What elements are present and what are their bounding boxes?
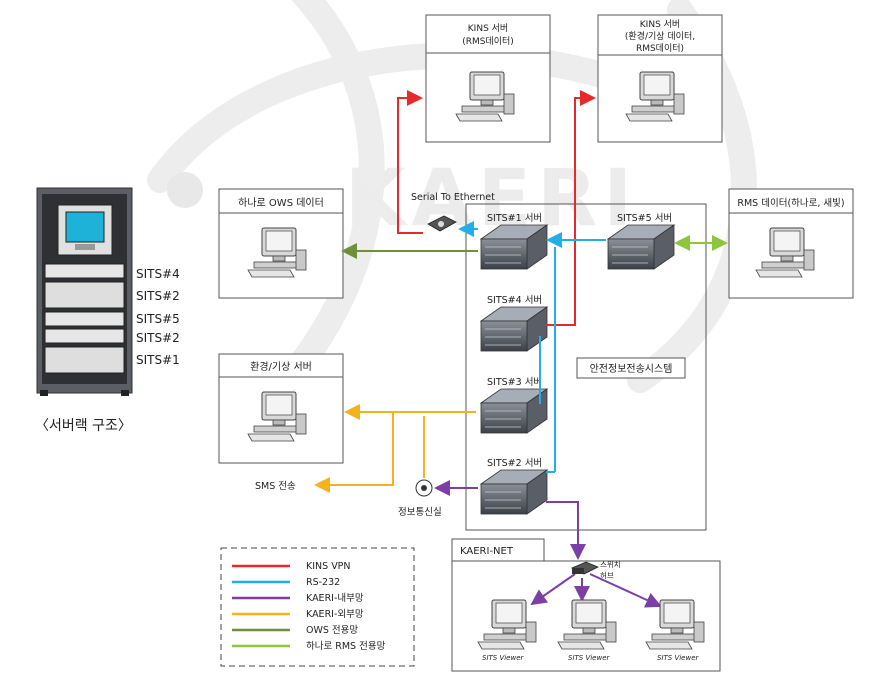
sms-label: SMS 전송 xyxy=(255,481,296,492)
sits5-server: SITS#5 서버 xyxy=(607,213,675,270)
kins-rms-title: KINS 서버 xyxy=(468,23,508,34)
rack-label: SITS#2 xyxy=(136,289,180,303)
legend-label: RS-232 xyxy=(306,577,340,588)
kaeri-net-title: KAERI-NET xyxy=(460,546,514,557)
server-icon xyxy=(480,306,548,352)
server-icon xyxy=(607,224,675,270)
sits2-server: SITS#2 서버 xyxy=(480,458,548,515)
sits4-server: SITS#4 서버 xyxy=(480,295,548,352)
env-weather-server-box: 환경/기상 서버 xyxy=(218,353,344,464)
rack-label: SITS#2 xyxy=(136,331,180,345)
arc-node xyxy=(167,172,203,208)
kins-env-title: KINS 서버 xyxy=(640,19,680,30)
env-title: 환경/기상 서버 xyxy=(250,360,312,373)
safety-info-system-box: 안전정보전송시스템 xyxy=(465,203,707,531)
kins-rms-subtitle: (RMS데이터) xyxy=(462,36,514,47)
rack-label: SITS#1 xyxy=(136,353,180,367)
legend-label: 하나로 RMS 전용망 xyxy=(306,640,386,652)
hub-label: 허브 xyxy=(600,571,614,580)
sits1-server: SITS#1 서버 xyxy=(480,213,548,270)
kaeri-net-box: KAERI-NET xyxy=(451,538,721,672)
legend-item: 하나로 RMS 전용망 xyxy=(232,640,386,652)
external-net-links xyxy=(314,404,476,493)
server-icon xyxy=(480,224,548,270)
computer-icon xyxy=(645,599,705,650)
ows-data-box: 하나로 OWS 데이터 xyxy=(218,188,344,299)
server-label: SITS#5 서버 xyxy=(617,213,672,224)
ows-title: 하나로 OWS 데이터 xyxy=(238,196,324,209)
system-label: 안전정보전송시스템 xyxy=(590,363,673,375)
viewer-label: SITS Viewer xyxy=(482,654,525,662)
server-label: SITS#4 서버 xyxy=(487,295,542,306)
rack-labels: SITS#4 SITS#2 SITS#5 SITS#2 SITS#1 xyxy=(136,267,180,367)
info-room-label: 정보통신실 xyxy=(398,507,442,518)
legend-item: KINS VPN xyxy=(232,561,351,572)
rack-label: SITS#4 xyxy=(136,267,180,281)
server-icon xyxy=(480,388,548,434)
viewer-label: SITS Viewer xyxy=(568,654,611,662)
legend-label: KAERI-내부망 xyxy=(306,593,364,604)
serial-converter-icon xyxy=(427,215,457,232)
server-label: SITS#2 서버 xyxy=(487,458,542,469)
rms-title: RMS 데이터(하나로, 새빛) xyxy=(737,197,844,209)
switch-hub-icon xyxy=(571,561,599,575)
rs232-links xyxy=(458,221,606,473)
internal-net-links xyxy=(434,480,662,608)
server-rack xyxy=(36,187,133,396)
server-icon xyxy=(480,469,548,515)
computer-icon xyxy=(557,599,617,650)
rms-data-box: RMS 데이터(하나로, 새빛) xyxy=(728,188,854,299)
legend-item: KAERI-내부망 xyxy=(232,593,364,604)
legend-label: OWS 전용망 xyxy=(306,625,358,636)
viewer-label: SITS Viewer xyxy=(657,654,700,662)
server-label: SITS#1 서버 xyxy=(487,213,542,224)
rack-caption: 〈서버랙 구조〉 xyxy=(35,418,132,434)
computer-icon xyxy=(477,599,537,650)
kins-env-subtitle: (환경/기상 데이터, xyxy=(625,30,695,42)
legend-item: OWS 전용망 xyxy=(232,625,358,636)
info-room-node xyxy=(415,479,433,497)
serial-label: Serial To Ethernet xyxy=(411,192,495,203)
kins-env-subtitle2: RMS데이터) xyxy=(636,43,684,54)
server-label: SITS#3 서버 xyxy=(487,377,542,388)
legend-item: RS-232 xyxy=(232,577,340,588)
kins-vpn-links xyxy=(397,90,596,326)
legend-item: KAERI-외부망 xyxy=(232,608,364,620)
watermark: KAERI xyxy=(345,154,638,244)
rack-label: SITS#5 xyxy=(136,312,180,326)
sits3-server: SITS#3 서버 xyxy=(480,377,548,434)
kins-env-server-box: KINS 서버 (환경/기상 데이터, RMS데이터) xyxy=(597,14,723,143)
switch-label: 스위치 xyxy=(600,560,621,569)
legend-label: KAERI-외부망 xyxy=(306,608,364,620)
legend-label: KINS VPN xyxy=(306,561,351,572)
kins-rms-server-box: KINS 서버 (RMS데이터) xyxy=(425,14,551,143)
